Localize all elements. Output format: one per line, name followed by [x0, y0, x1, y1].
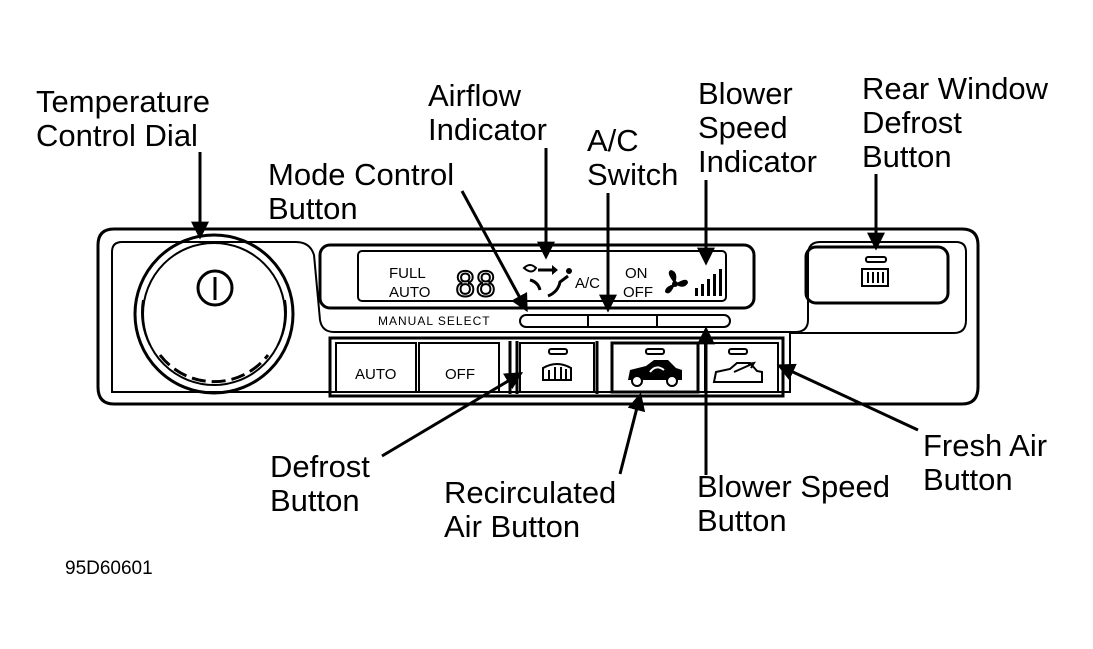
blower-speed-button-callout: Blower Speed Button	[697, 469, 890, 538]
callout-line: Blower Speed	[697, 469, 890, 504]
airflow-indicator-callout: Airflow Indicator	[428, 78, 547, 147]
manual-select-label: MANUAL SELECT	[378, 314, 491, 328]
auto-button[interactable]: AUTO	[335, 342, 417, 393]
recirculated-air-leader	[618, 392, 646, 475]
callout-line: Temperature	[36, 84, 210, 119]
off-button[interactable]: OFF	[418, 342, 500, 393]
fresh-air-button[interactable]	[704, 342, 779, 393]
off-button-label: OFF	[445, 366, 475, 383]
fan-icon	[665, 270, 688, 294]
callout-line: Button	[697, 503, 787, 538]
control-panel-outline	[96, 227, 980, 406]
mode-control-callout: Mode Control Button	[268, 157, 454, 226]
temperature-control-dial[interactable]	[133, 233, 295, 395]
mode-control-leader	[460, 190, 528, 313]
ac-on-label: ON	[625, 265, 648, 282]
defrost-callout: Defrost Button	[270, 449, 370, 518]
ac-label: A/C	[575, 275, 600, 292]
callout-line: Speed	[698, 110, 788, 145]
defrost-icon	[542, 363, 572, 381]
power-icon	[196, 269, 234, 307]
recirculated-air-callout: Recirculated Air Button	[444, 475, 616, 544]
indicator-led	[645, 348, 665, 355]
figure-code: 95D60601	[65, 558, 153, 579]
callout-line: Indicator	[428, 112, 547, 147]
button-row-frame	[328, 336, 785, 398]
callout-line: Mode Control	[268, 157, 454, 192]
callout-line: Button	[268, 191, 358, 226]
temperature-dial-callout: Temperature Control Dial	[36, 84, 210, 153]
control-panel-inner-bevel	[111, 241, 967, 393]
recirculated-air-button[interactable]	[610, 341, 700, 394]
rear-defrost-button[interactable]	[804, 245, 950, 305]
callout-line: Button	[270, 483, 360, 518]
callout-line: Airflow	[428, 78, 522, 113]
ac-off-label: OFF	[623, 284, 653, 301]
callout-line: Fresh Air	[923, 428, 1047, 463]
callout-line: Control Dial	[36, 118, 198, 153]
mode-control-button[interactable]	[520, 315, 588, 327]
callout-line: Indicator	[698, 144, 817, 179]
auto-button-label: AUTO	[355, 366, 396, 383]
lcd-display: FULL AUTO 88 A/C ON OFF	[318, 243, 756, 310]
indicator-led	[548, 348, 568, 355]
auto-label: AUTO	[389, 284, 430, 301]
defrost-button[interactable]	[519, 342, 595, 393]
blower-speed-indicator-callout: Blower Speed Indicator	[698, 76, 817, 179]
airflow-icon	[522, 264, 572, 298]
defrost-leader	[381, 372, 524, 458]
ac-switch-button[interactable]	[588, 315, 657, 327]
manual-select-strip	[519, 314, 731, 328]
recirc-icon	[628, 360, 682, 387]
blower-speed-button[interactable]	[657, 315, 730, 327]
ac-switch-callout: A/C Switch	[587, 123, 678, 192]
callout-line: Rear Window	[862, 71, 1049, 106]
callout-line: Defrost	[862, 105, 962, 140]
leader-lines	[191, 148, 919, 475]
fresh-air-leader	[776, 363, 919, 432]
callout-line: Switch	[587, 157, 678, 192]
callout-line: Recirculated	[444, 475, 616, 510]
fresh-air-icon	[712, 361, 763, 383]
temperature-digits: 88	[455, 265, 496, 305]
callout-line: Button	[923, 462, 1013, 497]
blower-bars-icon	[695, 269, 722, 296]
callout-line: Defrost	[270, 449, 370, 484]
callout-line: Blower	[698, 76, 793, 111]
callout-line: Air Button	[444, 509, 580, 544]
callout-line: A/C	[587, 123, 639, 158]
rear-defrost-icon	[861, 268, 889, 287]
full-label: FULL	[389, 265, 426, 282]
fresh-air-callout: Fresh Air Button	[923, 428, 1047, 497]
callout-line: Button	[862, 139, 952, 174]
indicator-led	[728, 348, 748, 355]
indicator-led	[865, 256, 887, 263]
rear-defrost-callout: Rear Window Defrost Button	[862, 71, 1049, 174]
